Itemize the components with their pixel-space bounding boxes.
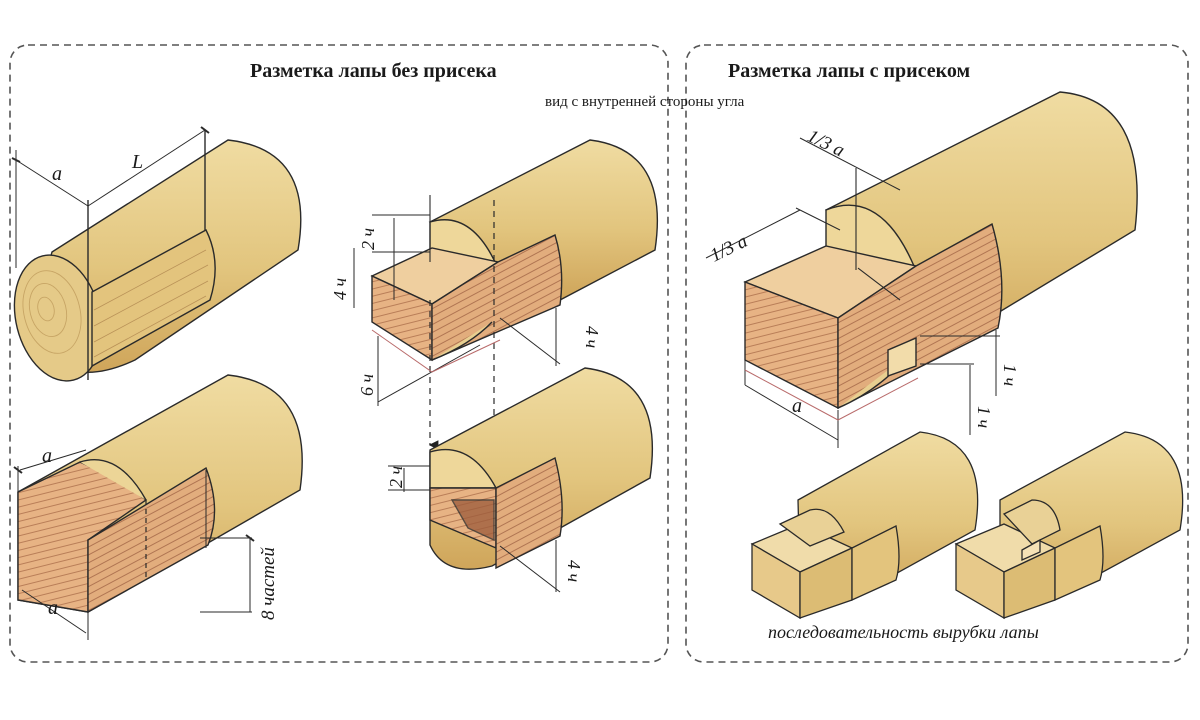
- cut-side-face: [431, 234, 563, 362]
- label-8-parts: 8 частей: [258, 547, 279, 620]
- log-marking-a-L: [11, 126, 302, 382]
- label-L: L: [131, 151, 143, 173]
- right-panel-frame: [685, 44, 1189, 663]
- lower-dark-cut: [450, 499, 495, 542]
- label-6ch: 6 ч: [357, 374, 377, 396]
- lower-side-face: [495, 456, 563, 570]
- label-2ch-top: 2 ч: [358, 228, 378, 250]
- label-a-bottom: a: [48, 597, 58, 619]
- top-semicircle-cut: [79, 458, 147, 501]
- view-note: вид с внутренней стороны угла: [545, 94, 745, 110]
- label-2ch-bottom: 2 ч: [386, 466, 406, 488]
- label-a-right: a: [792, 395, 802, 417]
- cut-sequence-step-2: [954, 431, 1184, 620]
- tick-L: [200, 126, 210, 134]
- label-1ch-outer: 1 ч: [1000, 364, 1020, 386]
- notch-side-face: [837, 222, 1003, 410]
- tick-a1: [11, 157, 21, 163]
- marking-face: [91, 229, 216, 368]
- left-panel-frame: [9, 44, 669, 663]
- log-marking-ch-top: [353, 139, 659, 470]
- label-third-a-left: 1/3 a: [707, 231, 751, 267]
- log-marking-ch-bottom: [388, 367, 654, 593]
- label-1ch-inner: 1 ч: [974, 406, 994, 428]
- log-marking-with-notch: [705, 91, 1138, 448]
- right-panel-title: Разметка лапы с присеком: [728, 60, 971, 82]
- label-a-top: a: [52, 163, 62, 185]
- side-cut-face: [87, 466, 216, 614]
- label-third-a-top: 1/3 a: [804, 126, 848, 162]
- label-a-mid: a: [42, 445, 52, 467]
- label-4ch-right: 4 ч: [582, 326, 602, 348]
- label-4ch-bottom: 4 ч: [564, 560, 584, 582]
- growth-rings: [22, 270, 82, 354]
- right-panel-caption: последовательность вырубки лапы: [768, 622, 1039, 642]
- cut-sequence-step-1: [750, 431, 979, 620]
- label-4ch-left: 4 ч: [330, 278, 350, 300]
- left-panel-title: Разметка лапы без присека: [250, 60, 497, 82]
- log-marking-8-parts: [13, 374, 303, 640]
